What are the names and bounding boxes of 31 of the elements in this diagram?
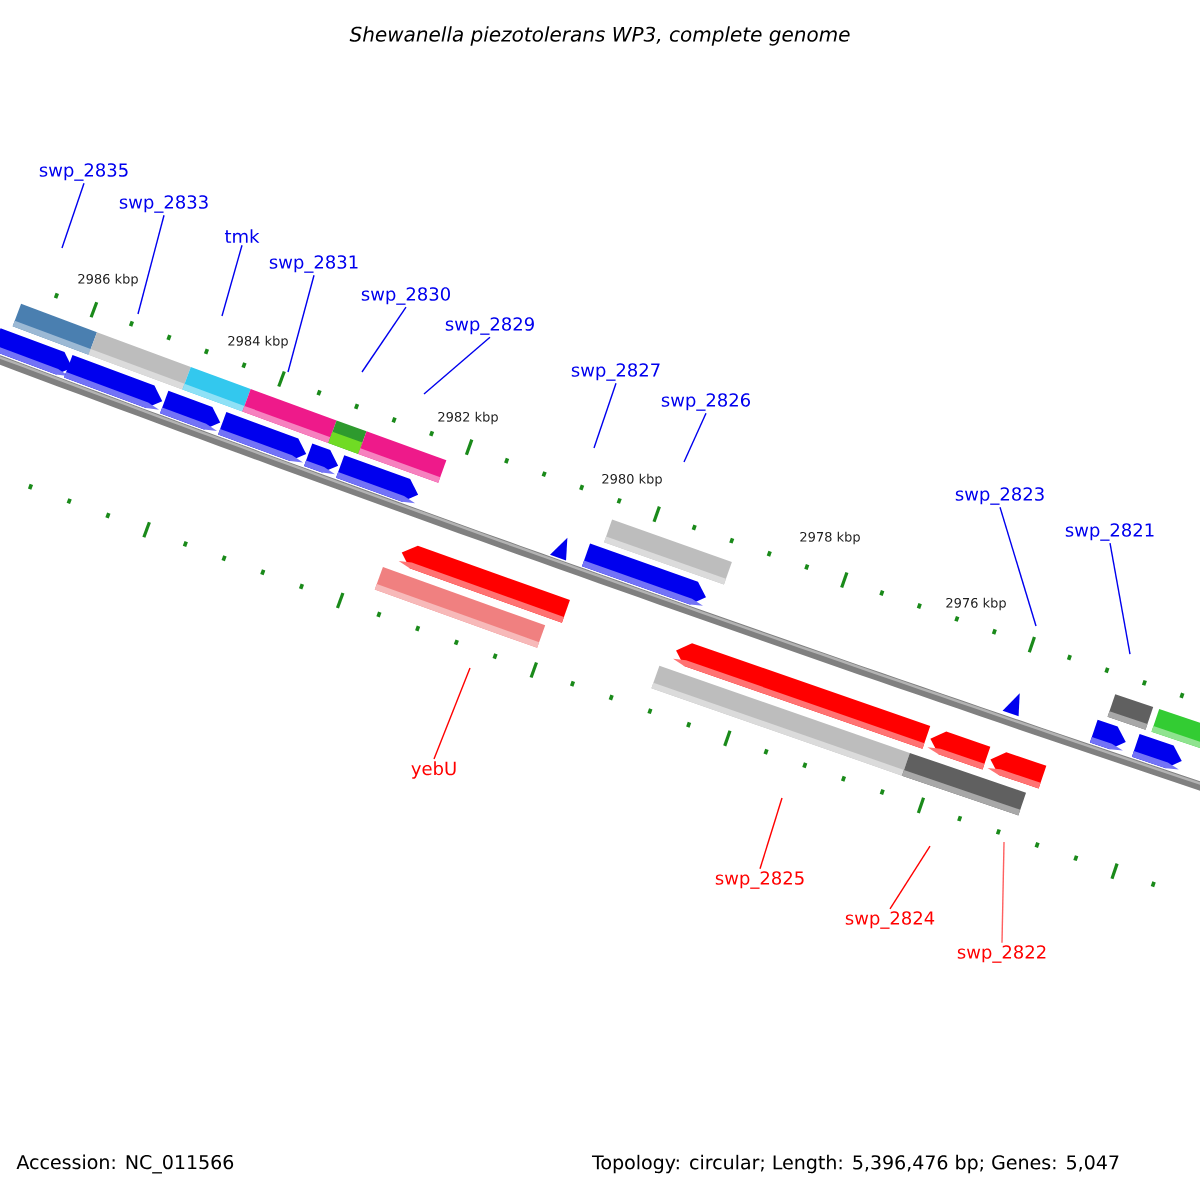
gene-label: swp_2824 [845,911,935,929]
leader-line [433,667,471,760]
leader-line [287,274,315,373]
footer-text: Topology: circular; Length: 5,396,476 bp; Genes: 5,047 [592,1154,1119,1174]
leader-line [1001,841,1005,944]
gene-label: yebU [411,761,456,779]
gene-label: swp_2830 [361,287,450,305]
leader-line [999,506,1037,627]
leader-line [221,244,243,317]
leader-line [61,182,85,249]
gene-label: swp_2833 [119,195,208,213]
leader-line [683,412,707,463]
leader-line [1109,542,1131,655]
gene-label: swp_2831 [269,255,358,273]
gene-label: tmk [224,229,260,243]
leader-line [137,214,165,315]
gene-label: swp_2826 [661,393,751,411]
gene-label: swp_2835 [39,163,128,181]
gene-label: swp_2827 [571,363,660,381]
leader-line [423,336,491,395]
leader-line [361,306,407,373]
gene-label: swp_2825 [715,871,804,889]
title: Shewanella piezotolerans WP3, complete genome [349,26,850,46]
leader-line [889,845,931,910]
footer-text: Accession: NC_011566 [16,1154,234,1174]
gene-label: swp_2821 [1065,523,1154,541]
gene-label: swp_2823 [955,487,1044,505]
leader-line [593,382,617,449]
gene-label: swp_2822 [957,945,1046,963]
gene-label: swp_2829 [445,317,534,335]
leader-line [759,797,783,870]
